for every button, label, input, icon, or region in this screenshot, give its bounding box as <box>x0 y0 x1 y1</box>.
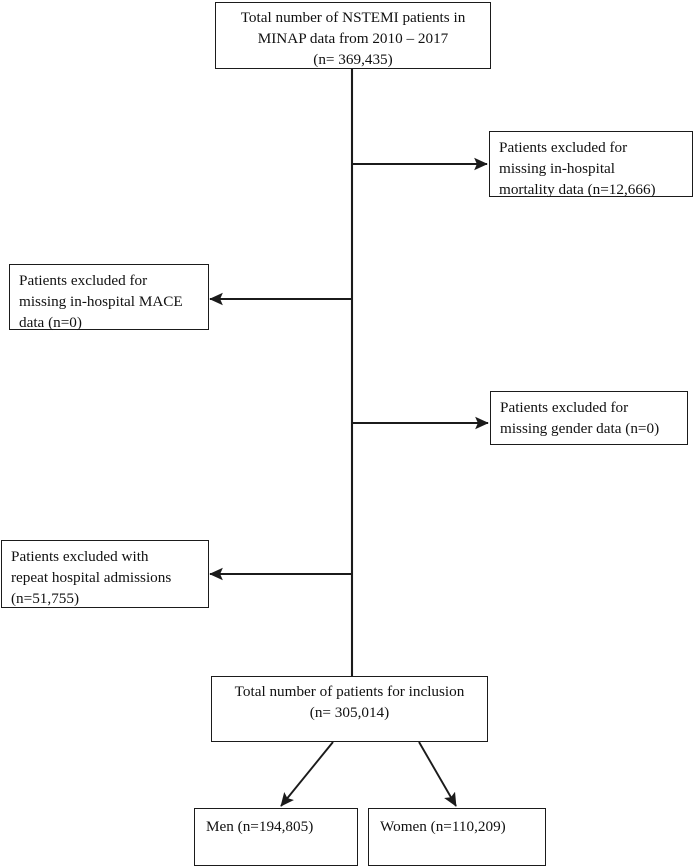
node-women: Women (n=110,209) <box>368 808 546 866</box>
node-excluded-gender: Patients excluded for missing gender dat… <box>490 391 688 445</box>
node-men-label: Men (n=194,805) <box>206 818 314 835</box>
node-excluded-gender-label: Patients excluded for missing gender dat… <box>500 399 660 437</box>
node-excluded-repeat-label: Patients excluded with repeat hospital a… <box>11 548 172 607</box>
node-women-label: Women (n=110,209) <box>380 818 506 835</box>
node-excluded-mace: Patients excluded for missing in-hospita… <box>9 264 209 331</box>
edge-to-men <box>280 741 334 807</box>
edge-to-women <box>418 741 457 807</box>
node-excluded-mortality: Patients excluded for missing in-hospita… <box>489 131 693 198</box>
node-excluded-mace-label: Patients excluded for missing in-hospita… <box>19 272 183 331</box>
node-total-cohort-label: Total number of NSTEMI patients in MINAP… <box>240 9 466 68</box>
node-excluded-repeat: Patients excluded with repeat hospital a… <box>1 540 209 608</box>
node-excluded-mortality-label: Patients excluded for missing in-hospita… <box>499 139 656 198</box>
node-included-total: Total number of patients for inclusion (… <box>211 676 488 742</box>
node-men: Men (n=194,805) <box>194 808 358 866</box>
node-total-cohort: Total number of NSTEMI patients in MINAP… <box>215 2 491 69</box>
node-included-total-label: Total number of patients for inclusion (… <box>234 683 465 721</box>
